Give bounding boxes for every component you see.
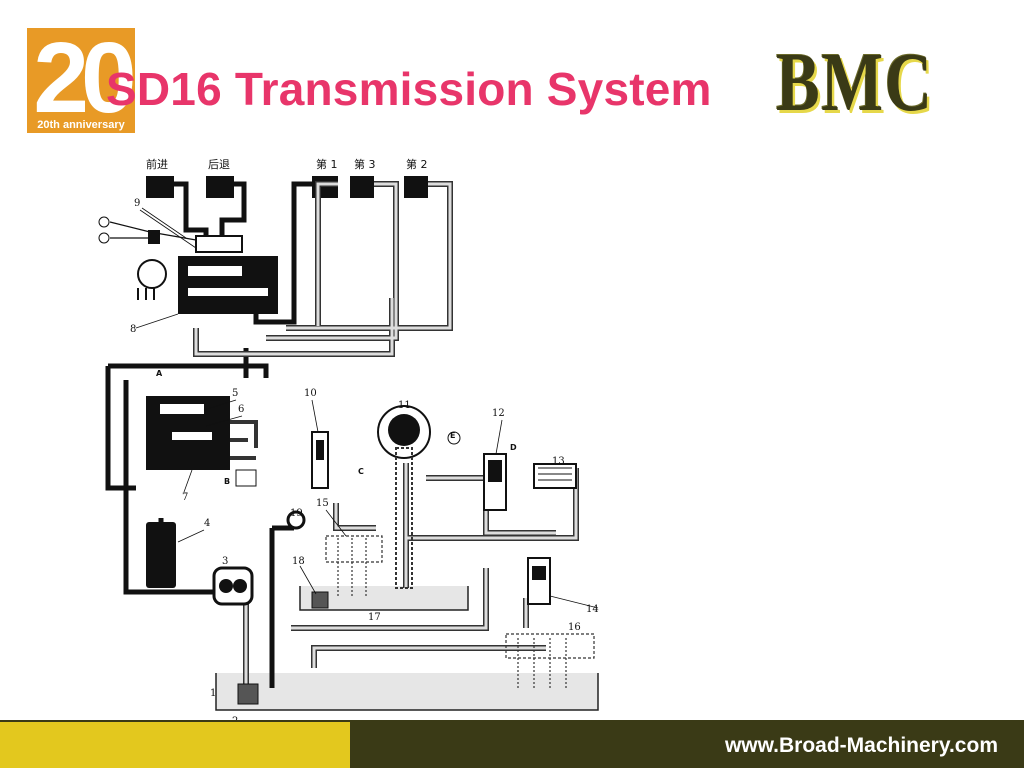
callout-11: 11	[398, 400, 411, 411]
lever-linkage	[98, 216, 197, 244]
callout-15: 15	[316, 498, 329, 509]
label-reverse: 后退	[208, 158, 230, 171]
callout-18: 18	[292, 556, 305, 567]
callout-4: 4	[204, 518, 210, 529]
footer-url: www.Broad-Machinery.com	[724, 734, 998, 757]
label-c: C	[358, 467, 364, 476]
label-a: A	[156, 369, 163, 378]
callout-3: 3	[222, 556, 228, 567]
callout-19: 19	[290, 508, 303, 519]
control-valve	[137, 235, 278, 314]
footer-gold-band	[0, 720, 350, 768]
lubrication-manifolds	[325, 535, 595, 688]
callout-13: 13	[552, 456, 565, 467]
footer: www.Broad-Machinery.com	[0, 720, 1024, 768]
callout-6: 6	[238, 404, 244, 415]
anniversary-logo: 20	[27, 28, 135, 134]
callout-12: 12	[492, 408, 505, 419]
logo-number: 20	[33, 28, 133, 134]
footer-divider	[0, 720, 1024, 722]
transmission-diagram: 前进 后退 第 1 第 3 第 2 A B C D E 1 2 3 4 5	[86, 148, 614, 730]
footer-dark-band	[350, 720, 1024, 768]
callout-8: 8	[130, 324, 136, 335]
label-second: 第 2	[406, 157, 428, 171]
page-title: SD16 Transmission System	[106, 63, 712, 115]
callout-14: 14	[586, 604, 599, 615]
callout-1: 1	[210, 688, 216, 699]
diagram-svg: 前进 后退 第 1 第 3 第 2 A B C D E 1 2 3 4 5	[98, 157, 599, 727]
callout-16: 16	[568, 622, 581, 633]
label-b: B	[224, 477, 230, 486]
callout-9: 9	[134, 198, 140, 209]
callout-10: 10	[304, 388, 317, 399]
callout-5: 5	[232, 388, 238, 399]
modulating-valve	[146, 396, 258, 487]
callout-17: 17	[368, 612, 381, 623]
callout-7: 7	[182, 492, 188, 503]
label-first: 第 1	[316, 157, 338, 171]
label-d: D	[510, 443, 517, 452]
label-e: E	[450, 431, 455, 440]
logo-caption: 20th anniversary	[27, 117, 135, 133]
label-third: 第 3	[354, 157, 376, 171]
brand-logo: BMC	[776, 36, 934, 129]
strainer	[237, 683, 259, 705]
filter	[146, 522, 176, 588]
pump	[212, 566, 254, 606]
torque-converter	[377, 405, 461, 589]
label-forward: 前进	[146, 157, 168, 171]
